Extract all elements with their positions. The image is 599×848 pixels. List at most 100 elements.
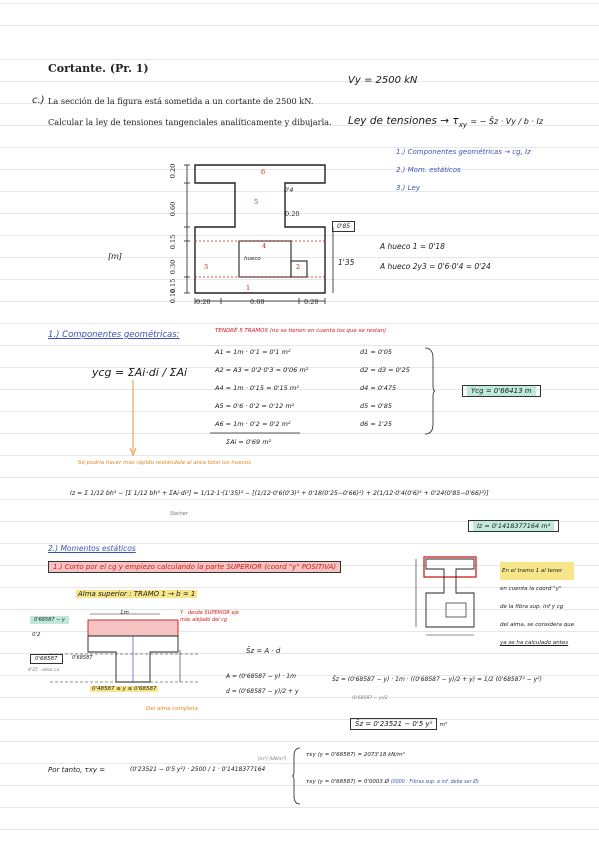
sketch-note: Y · desde SUPERIOR eje más alejado del c… [180,610,240,623]
tau-result-top: τxy (y = 0'68587) = 2073'18 kN/m² [306,752,405,758]
sketch-range: 0'48587 ≤ y ≤ 0'68587 [90,686,159,692]
tau-equation: (0'23521 − 0'5 y²) · 2500 / 1 · 0'141837… [130,766,266,773]
section-outline [194,164,326,294]
area-row-5: A6 = 1m · 0'2 = 0'2 m² [215,420,291,428]
sz-result: S̄z = 0'23521 − 0'5 y² m³ [350,718,448,730]
right-note-line-2: en cuenta la coord "y" [500,586,562,592]
right-note-line-5: ya se ha calculado antes [500,640,569,646]
mini-flange-highlight [423,556,477,578]
sz-result-unit: m³ [439,722,448,728]
dim-bottom-060: 0.60 [250,298,265,306]
units-label: [m] [108,252,123,261]
dist-row-1: d1 = 0'05 [360,348,393,356]
shear-law-eq: = − S̄z · Vy / b · Iz [470,117,544,126]
section-2-title: 2.) Momentos estáticos [48,544,136,553]
hatched-flange [87,619,179,637]
cut-title-text: 1.) Corto por el cg y empiezo calculando… [48,561,342,573]
tau-units: [m³] [kN/m⁴] [258,757,287,762]
right-note-line-3: de la fibra sup. inf y cg [500,604,564,610]
dim-020-top: 0.20 [169,163,178,179]
dist-row-3: d4 = 0'475 [360,384,397,392]
mini-section-figure [415,556,477,636]
area-row-1: A1 = 1m · 0'1 = 0'1 m² [215,348,291,356]
dist-row-5: d6 = 1'25 [360,420,393,428]
section-1-note: TENDRÉ 5 TRAMOS (no se tienen en cuenta … [215,328,386,334]
sz-expanded: S̄z = (0'68587 − y) · 1m · ((0'68587 − y… [332,676,542,683]
tau-result-bottom-note: (0000 : Fibras sup. e inf. debe ser Ø) [390,780,479,785]
sketch-range-text: 0'48587 ≤ y ≤ 0'68587 [90,686,159,692]
dim-010: 0.10 [169,288,178,304]
inertia-equation: Iz = Σ 1/12 bh³ − [Σ 1/12 bh³ + ΣAi·di²]… [70,490,489,497]
steiner-label: Steiner [170,511,188,517]
alma-superior: Alma superior : TRAMO 1 → b = 1 [76,590,198,598]
area-row-4: A5 = 0'6 · 0'2 = 0'12 m² [215,402,295,410]
step-3: 3.) Ley [396,184,420,192]
brace-right [424,347,436,435]
problem-line-1: La sección de la figura está sometida a … [48,96,314,106]
ycg-result-value: Ycg = 0'66413 m [467,386,536,396]
total-height-label: 1'35 [338,258,355,267]
section-1-title: 1.) Componentes geométricas: [48,330,180,340]
dim-060: 0.60 [169,201,178,217]
tramos-note: TENDRÉ 5 TRAMOS (no se tienen en cuenta … [215,328,387,334]
area-equation: A = (0'68587 − y) · 1m [226,673,296,680]
right-note-line-4: del alma, se considera que [500,622,575,628]
dim-085: 0'85 [332,221,356,232]
part-2-label: 2 [296,263,301,271]
sketch-02: 0'2 [32,632,41,638]
dim-bottom-020-left: 0.20 [196,298,211,306]
alma-superior-text: Alma superior : TRAMO 1 → b = 1 [76,590,198,598]
ycg-result: Ycg = 0'66413 m [462,385,541,397]
sz-small-note: (0'68587 − y)/2 [352,696,388,701]
part-3-label: 3 [204,263,209,271]
sketch-axis-note: 4'25 · ellos ca [28,668,60,673]
orange-note: Se podría hacer más rápido restándole al… [78,460,252,466]
dim-020-web: 0.20 [285,210,300,218]
distance-equation: d = (0'68587 − y)/2 + y [226,688,299,695]
tau-result-bottom-value: τxy (y = 0'68587) = 0'0003 Ø [306,779,389,785]
dim-bottom-020-right: 0.20 [304,298,319,306]
part-6-label: 6 [261,168,266,176]
dim-030: 0.30 [169,259,178,275]
hollow-label: hueco [244,256,261,262]
sz-definition: S̄z = A · d [246,647,281,655]
sketch-y-total: 0'68587 [30,654,63,664]
right-note: En el tramo 1 al tener en cuenta la coor… [500,562,575,652]
sketch-y-inner: 0'68587 [72,655,93,661]
shear-law: Ley de tensiones → τxy = − S̄z · Vy / b … [348,115,543,129]
ycg-formula: ycg = ΣAi·di / ΣAi [92,366,188,379]
sz-result-value: S̄z = 0'23521 − 0'5 y² [350,718,438,730]
area-row-2: A2 = A3 = 0'2·0'3 = 0'06 m² [215,366,309,374]
step-1: 1.) Componentes geométricas → cg, Iz [396,148,531,156]
area-row-3: A4 = 1m · 0'15 = 0'15 m² [215,384,299,392]
inertia-result-value: Iz = 0'1418377164 m⁴ [473,521,555,531]
result-brace [291,747,301,805]
right-note-line-1: En el tramo 1 al tener [500,562,575,580]
problem-line-2: Calcular la ley de tensiones tangenciale… [48,117,332,127]
hollow-23-area: A hueco 2y3 = 0'6·0'4 = 0'24 [380,262,491,271]
dim-015-a: 0.15 [169,234,178,250]
orange-arrow [129,380,137,457]
tau-result-bottom: τxy (y = 0'68587) = 0'0003 Ø (0000 : Fib… [306,779,479,785]
shear-law-label: Ley de tensiones → τ [348,115,459,127]
sketch-y-minus: 0'68587 − y [30,616,69,624]
inertia-result: Iz = 0'1418377164 m⁴ [468,520,560,532]
part-1-label: 1 [246,284,251,292]
shear-law-sub: xy [458,121,468,130]
hollow-1-area: A hueco 1 = 0'18 [380,242,445,251]
dist-row-4: d5 = 0'85 [360,402,393,410]
sketch-alma-note: Del alma completa [146,706,198,712]
dist-row-2: d2 = d3 = 0'25 [360,366,410,374]
dim-04: 0'4 [284,187,294,194]
problem-marker: c.) [32,95,45,106]
area-sum: ΣAi = 0'69 m² [226,438,272,446]
sketch-top-width: 1m [120,610,129,616]
step-2: 2.) Mom. estáticos [396,166,461,174]
sum-rule [210,432,300,434]
cross-section-figure [184,164,334,304]
page-title: Cortante. (Pr. 1) [48,62,149,75]
cut-title: 1.) Corto por el cg y empiezo calculando… [48,561,342,573]
part-5-label: 5 [254,198,259,206]
part-4-label: 4 [262,242,267,250]
